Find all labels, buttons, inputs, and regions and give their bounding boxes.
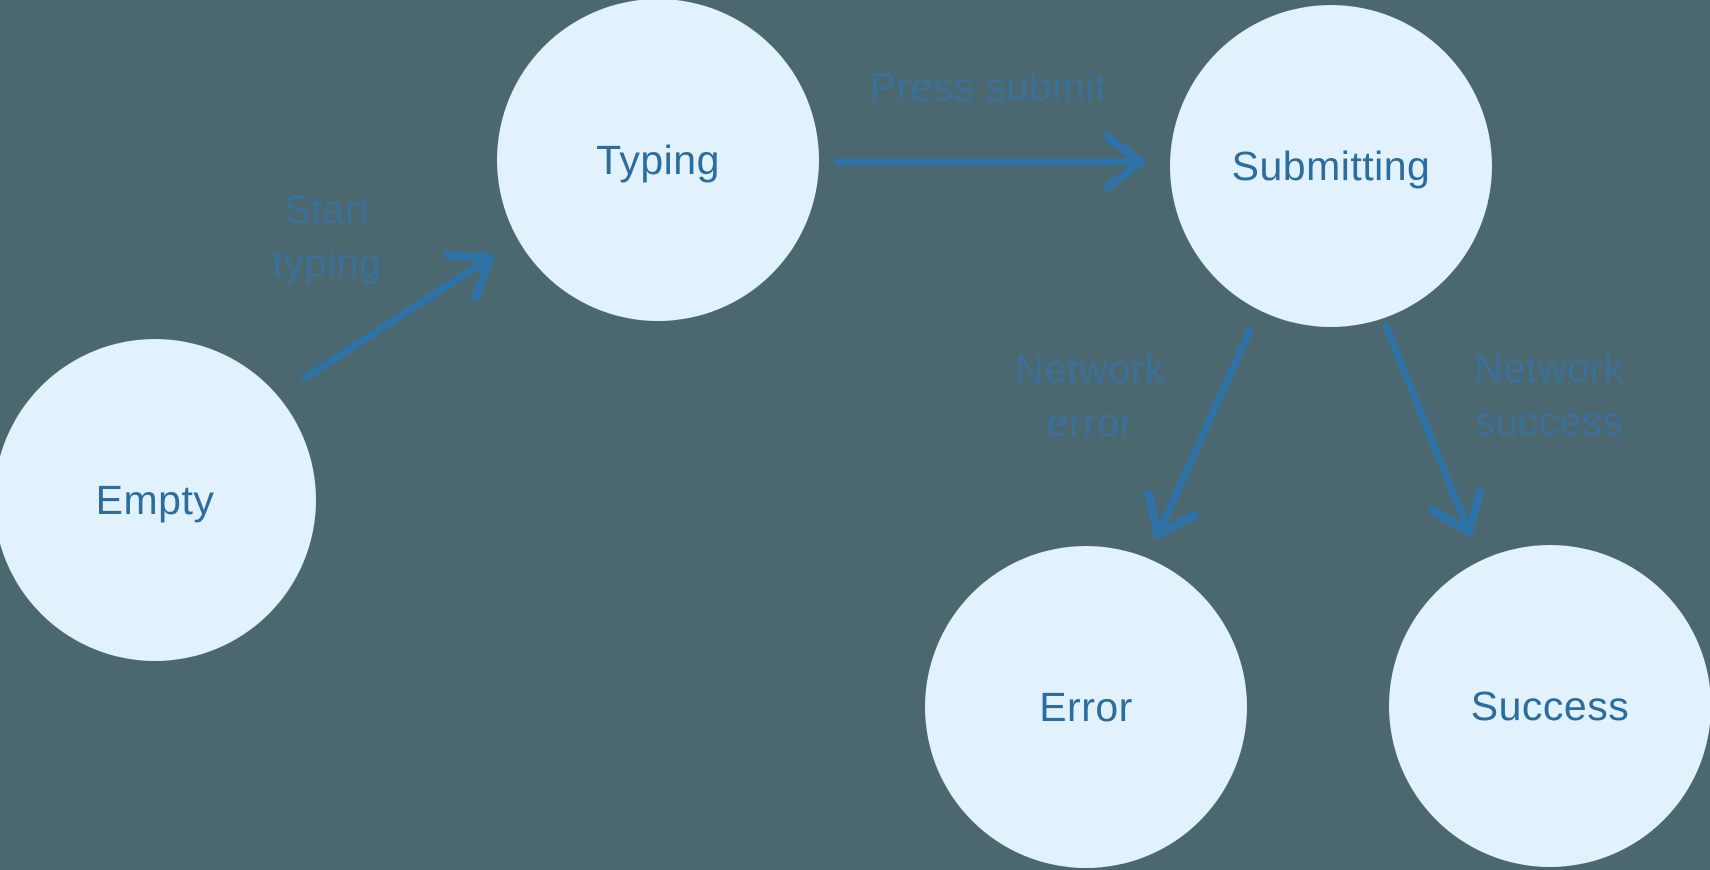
- state-label-typing: Typing: [596, 136, 720, 183]
- edge-label-line: error: [1046, 401, 1134, 445]
- state-node-error: Error: [925, 546, 1247, 868]
- edge-label-start-typing: Start typing: [272, 184, 382, 290]
- transition-arrow-network-success: [1382, 322, 1485, 537]
- edge-label-line: typing: [272, 241, 382, 285]
- edge-label-line: Network: [1014, 348, 1166, 392]
- state-node-empty: Empty: [0, 339, 316, 661]
- transition-arrow-network-error: [1144, 326, 1254, 540]
- state-label-error: Error: [1039, 683, 1133, 730]
- edge-label-network-success: Network success: [1474, 343, 1624, 449]
- state-label-success: Success: [1470, 682, 1630, 729]
- edge-label-network-error: Network error: [1015, 344, 1165, 450]
- state-node-typing: Typing: [497, 0, 819, 321]
- state-label-submitting: Submitting: [1231, 142, 1431, 189]
- edge-label-line: Network: [1473, 347, 1625, 391]
- state-label-empty: Empty: [95, 476, 215, 523]
- edge-label-line: Start: [283, 188, 371, 232]
- edge-label-line: Press submit: [869, 65, 1107, 110]
- state-node-success: Success: [1389, 545, 1710, 867]
- state-node-submitting: Submitting: [1170, 5, 1492, 327]
- edge-label-press-submit: Press submit: [869, 62, 1106, 115]
- edge-label-line: success: [1474, 400, 1623, 444]
